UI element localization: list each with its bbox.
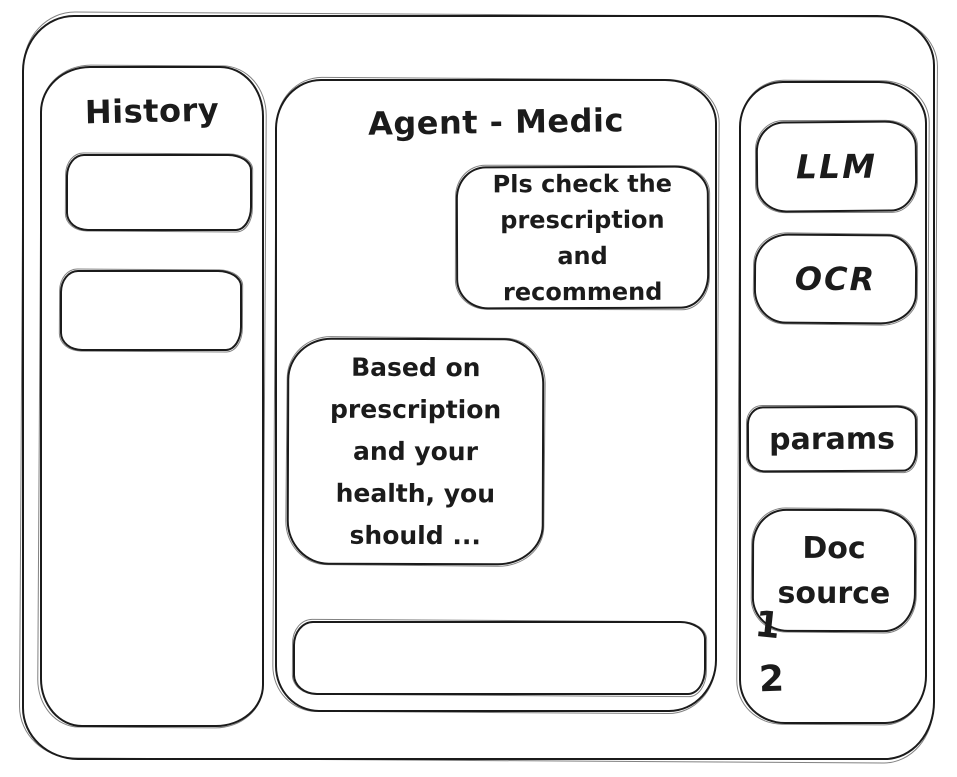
chat-input[interactable] — [295, 623, 704, 693]
chat-input-box — [293, 621, 706, 695]
chat-panel: Agent - Medic Pls check the prescription… — [275, 79, 717, 712]
agent-message-bubble: Based on prescription and your health, y… — [286, 337, 545, 566]
history-panel: History — [40, 66, 264, 727]
user-message-bubble: Pls check the prescription and recommend — [455, 165, 710, 310]
chat-title: Agent - Medic — [367, 101, 625, 143]
history-item[interactable] — [60, 270, 242, 351]
tools-panel: LLM OCR params Doc source 1 2 — [739, 81, 927, 724]
llm-button[interactable]: LLM — [755, 120, 918, 213]
doc-source-item[interactable]: 2 — [758, 658, 785, 701]
history-item[interactable] — [66, 154, 252, 231]
history-title: History — [84, 90, 220, 132]
app-window-frame: History Agent - Medic Pls check the pres… — [22, 15, 935, 760]
doc-source-item[interactable]: 1 — [752, 603, 783, 648]
params-button[interactable]: params — [746, 405, 918, 473]
ocr-button[interactable]: OCR — [753, 233, 918, 325]
